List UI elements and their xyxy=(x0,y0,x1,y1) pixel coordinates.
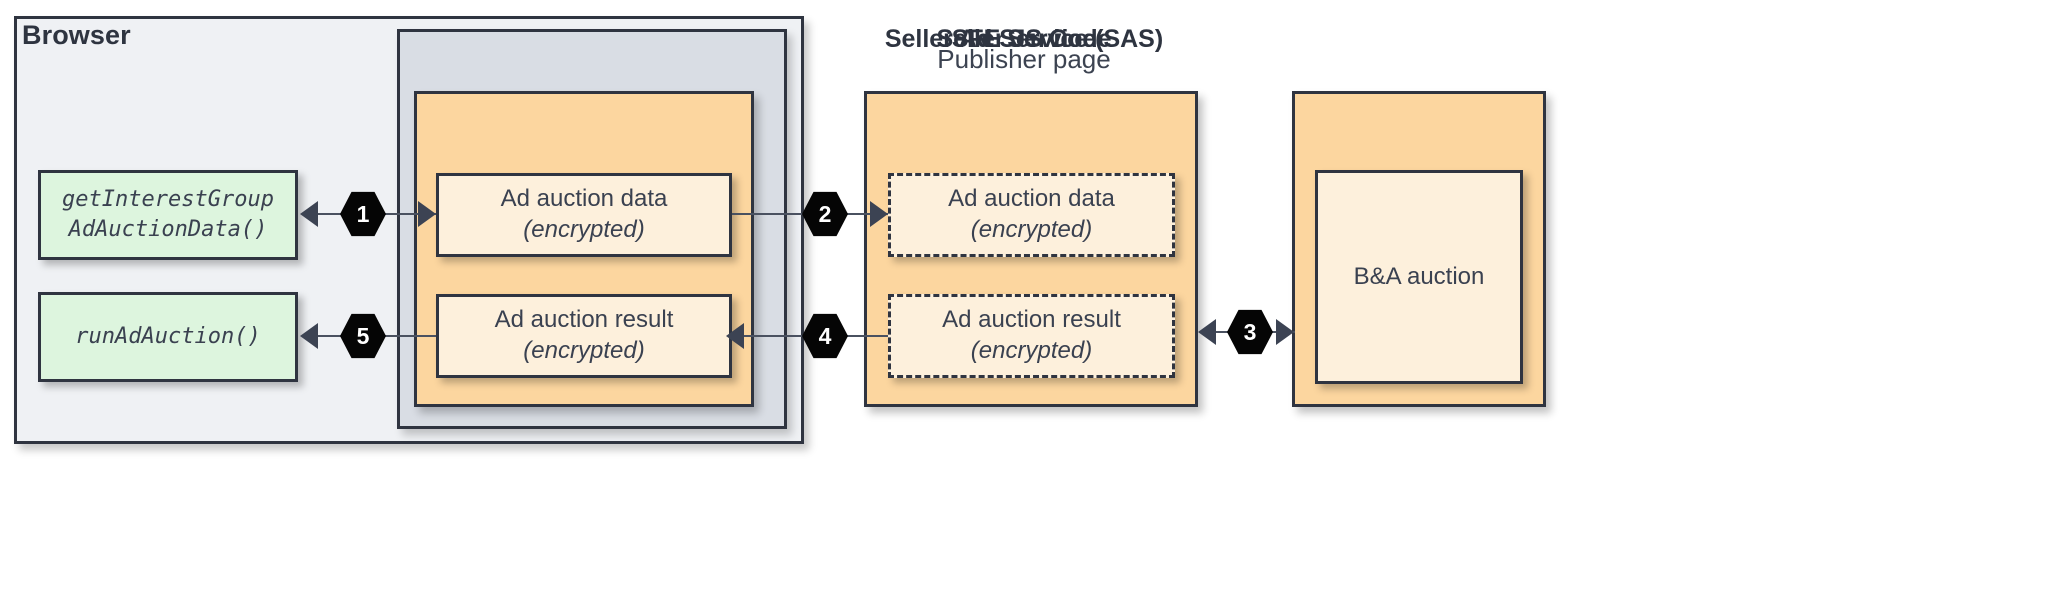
sfe-service-title: SFE Service xyxy=(951,25,1097,53)
sas-ad-auction-data-box: Ad auction data (encrypted) xyxy=(888,173,1175,257)
get-interest-group-ad-auction-data-box: getInterestGroup AdAuctionData() xyxy=(38,170,298,260)
step-4-arrow-left xyxy=(726,323,744,349)
sas-ad-auction-result-secondary: (encrypted) xyxy=(970,337,1093,364)
browser-label: Browser xyxy=(22,20,131,50)
sas-ad-auction-data-secondary: (encrypted) xyxy=(970,216,1093,243)
seller-js-ad-auction-result-primary: Ad auction result xyxy=(494,306,674,334)
seller-js-ad-auction-data-box: Ad auction data (encrypted) xyxy=(436,173,732,257)
seller-js-ad-auction-data-primary: Ad auction data xyxy=(500,185,668,213)
seller-js-ad-auction-result-secondary: (encrypted) xyxy=(523,337,645,364)
step-1-arrow-left xyxy=(300,201,318,227)
step-1-arrow-right xyxy=(418,201,436,227)
step-5-arrow-left xyxy=(300,323,318,349)
publisher-page-title: Publisher page xyxy=(937,44,1111,74)
sas-ad-auction-result-box: Ad auction result (encrypted) xyxy=(888,294,1175,378)
sas-ad-auction-data-primary: Ad auction data xyxy=(948,185,1115,213)
seller-js-ad-auction-data-secondary: (encrypted) xyxy=(523,216,645,243)
seller-js-code-title: Seller JS Code xyxy=(936,25,1112,53)
step-badge-4: 4 xyxy=(802,313,848,359)
seller-js-ad-auction-result-box: Ad auction result (encrypted) xyxy=(436,294,732,378)
step-badge-2: 2 xyxy=(802,191,848,237)
bna-auction-box: B&A auction xyxy=(1315,170,1523,384)
sas-ad-auction-result-primary: Ad auction result xyxy=(942,306,1121,334)
run-ad-auction-box: runAdAuction() xyxy=(38,292,298,382)
step-badge-3: 3 xyxy=(1227,309,1273,355)
step-3-arrow-right xyxy=(1276,319,1294,345)
step-2-arrow-right xyxy=(870,201,888,227)
seller-ad-service-title: Seller Ad Service (SAS) xyxy=(884,25,1164,53)
step-3-arrow-left xyxy=(1198,319,1216,345)
